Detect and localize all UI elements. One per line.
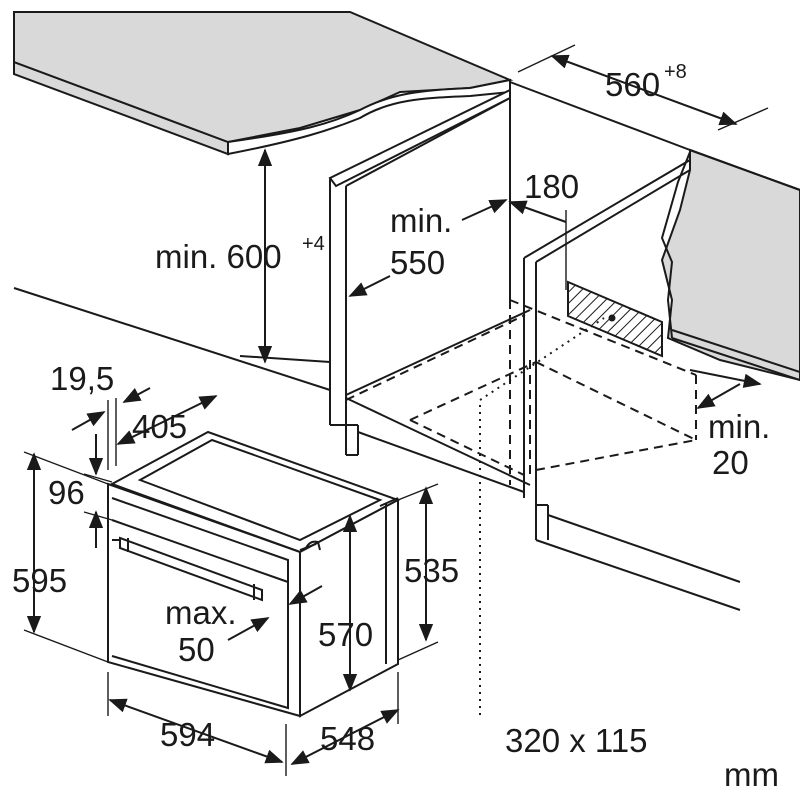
- label-top-offset: 96: [48, 474, 85, 511]
- label-gap-line2: 20: [712, 444, 749, 481]
- label-niche-width: 560: [605, 66, 660, 103]
- label-oven-width: 594: [160, 716, 215, 753]
- label-niche-height: min. 600: [155, 238, 282, 275]
- niche-cabinet: [13, 88, 800, 611]
- vent-opening: [567, 280, 663, 358]
- label-handle-line1: max.: [165, 594, 237, 631]
- label-body-height-side: 535: [404, 552, 459, 589]
- label-depth-min-line1: min.: [390, 202, 452, 239]
- label-panel-thickness: 19,5: [50, 360, 114, 397]
- label-vent-offset: 180: [524, 168, 579, 205]
- label-niche-width-tol: +8: [664, 61, 687, 83]
- oven: [107, 430, 401, 718]
- label-handle-line2: 50: [178, 631, 215, 668]
- label-oven-height: 595: [12, 562, 67, 599]
- hidden-edges: [345, 299, 697, 720]
- label-niche-height-tol: +4: [302, 233, 325, 255]
- label-oven-depth-front: 405: [132, 408, 187, 445]
- label-gap-line1: min.: [708, 408, 770, 445]
- dimension-lines: [23, 54, 762, 776]
- label-vent-size: 320 x 115: [505, 722, 648, 759]
- label-depth-min-line2: 550: [390, 244, 445, 281]
- countertop-right: [660, 148, 800, 382]
- label-oven-depth: 548: [320, 720, 375, 757]
- dimension-labels: 560 +8 min. 600 +4 min. 550 180 min. 20 …: [12, 61, 779, 793]
- countertop-left: [13, 11, 514, 156]
- label-body-height-inner: 570: [318, 616, 373, 653]
- label-unit: mm: [724, 756, 779, 793]
